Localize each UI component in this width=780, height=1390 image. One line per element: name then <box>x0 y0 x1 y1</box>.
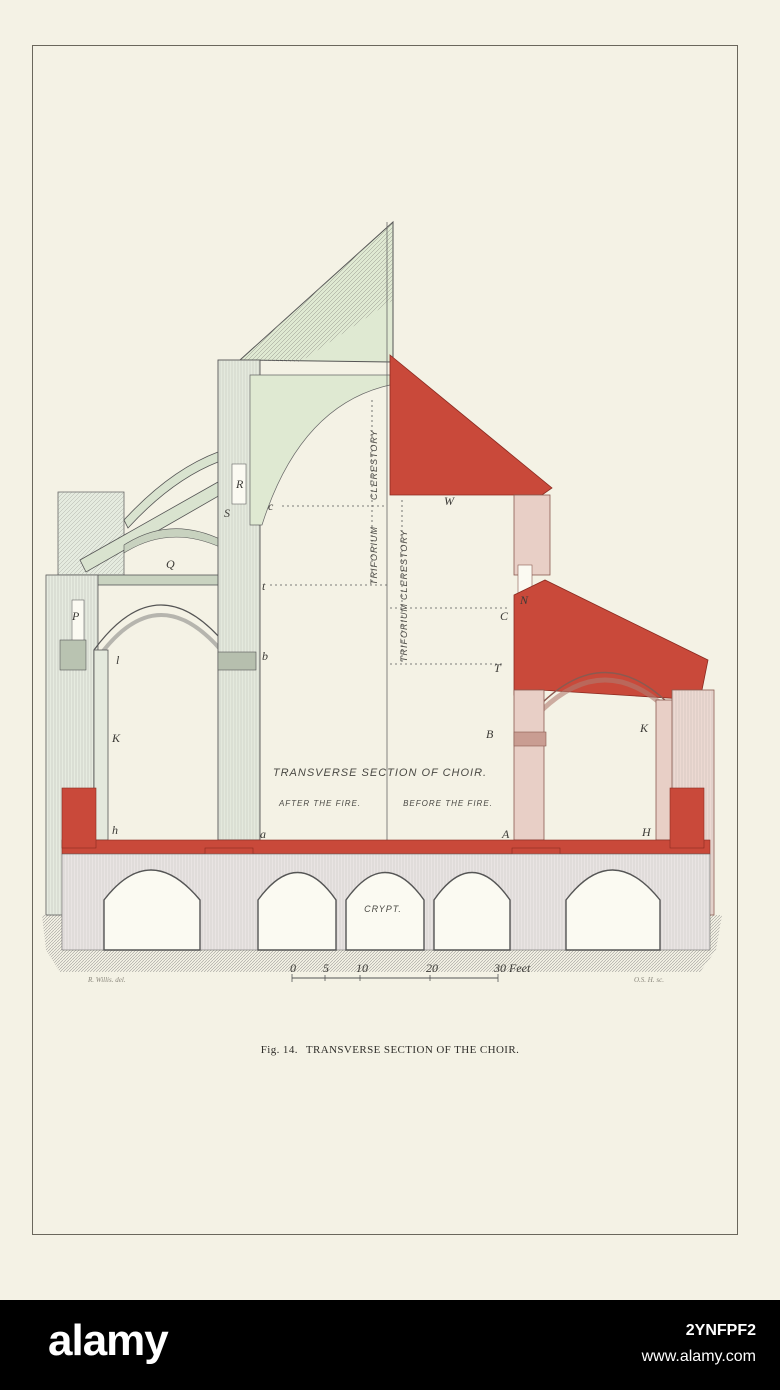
letter-n: N <box>519 593 529 607</box>
pier-capital-right <box>513 731 547 747</box>
plate-frame <box>32 45 738 1235</box>
label-after-fire: AFTER THE FIRE. <box>278 799 361 808</box>
scale-tick-5: 5 <box>323 961 329 975</box>
level-lines <box>270 400 510 665</box>
wall-buttress-left <box>59 639 87 671</box>
roof-after-fire-hatch <box>240 222 393 362</box>
main-pier-right <box>513 689 545 841</box>
scale-tick-20: 20 <box>426 961 438 975</box>
label-crypt: CRYPT. <box>364 904 402 914</box>
credit-right: O.S. H. sc. <box>634 976 664 984</box>
label-clerestory-right: CLERESTORY <box>399 529 409 600</box>
letter-k-right: K <box>639 721 649 735</box>
aisle-arch-left-moulding <box>98 613 227 657</box>
credit-left: R. Willis. del. <box>88 976 126 984</box>
section-title: TRANSVERSE SECTION OF CHOIR. <box>273 767 487 779</box>
label-before-fire: BEFORE THE FIRE. <box>403 799 493 808</box>
figure-number: Fig. 14. <box>260 1044 298 1056</box>
roof-before-fire <box>389 354 553 496</box>
wall-head-right <box>513 494 551 576</box>
letter-a-upper: A <box>501 827 510 841</box>
floor-section <box>61 839 711 855</box>
stock-url: www.alamy.com <box>641 1348 756 1365</box>
scale-tick-0: 0 <box>290 961 296 975</box>
stock-id: 2YNFPF2 <box>685 1322 756 1339</box>
watermark-banner <box>0 1300 780 1390</box>
letter-k-left: K <box>111 731 121 745</box>
letter-a-lower: a <box>260 827 266 841</box>
figure-caption-text: TRANSVERSE SECTION OF THE CHOIR. <box>305 1044 520 1056</box>
letter-w: W <box>444 494 455 508</box>
aisle-arch-right <box>539 671 671 840</box>
letter-q: Q <box>166 557 175 571</box>
section-drawing: CLERESTORY TRIFORIUM CLERESTORY TRIFORIU… <box>42 220 722 982</box>
letter-c-upper: C <box>500 609 509 623</box>
pier-capital-left <box>217 651 257 671</box>
letter-b-upper: B <box>486 727 494 741</box>
letter-r: R <box>235 477 244 491</box>
letter-p: P <box>71 609 80 623</box>
letter-t-upper: T <box>494 661 502 675</box>
crypt-arches <box>103 869 661 951</box>
letter-h-lower: h <box>112 823 118 837</box>
letter-l: l <box>116 653 120 667</box>
letter-b-lower: b <box>262 649 268 663</box>
wall-cut-right <box>669 787 705 849</box>
label-triforium-right: TRIFORIUM <box>399 603 409 662</box>
letter-c-lower: c <box>268 499 274 513</box>
clerestory-window-r <box>231 463 247 505</box>
scale-tick-30: 30 Feet <box>493 961 531 975</box>
plate: CLERESTORY TRIFORIUM CLERESTORY TRIFORIU… <box>0 45 780 1235</box>
letter-h-upper: H <box>641 825 652 839</box>
label-clerestory-left: CLERESTORY <box>369 429 379 500</box>
alamy-logo: alamy <box>48 1316 169 1365</box>
letter-t-lower: t <box>262 579 266 593</box>
scale-bar: 0 5 10 20 30 Feet <box>290 961 531 982</box>
aisle-arch-right-moulding <box>540 677 670 712</box>
main-vault-after-fire-web <box>249 374 391 526</box>
figure-caption: Fig. 14. TRANSVERSE SECTION OF THE CHOIR. <box>0 1044 780 1056</box>
scale-tick-10: 10 <box>356 961 368 975</box>
label-triforium-left: TRIFORIUM <box>369 526 379 585</box>
wall-cut-left <box>61 787 97 849</box>
letter-s: S <box>224 506 230 520</box>
